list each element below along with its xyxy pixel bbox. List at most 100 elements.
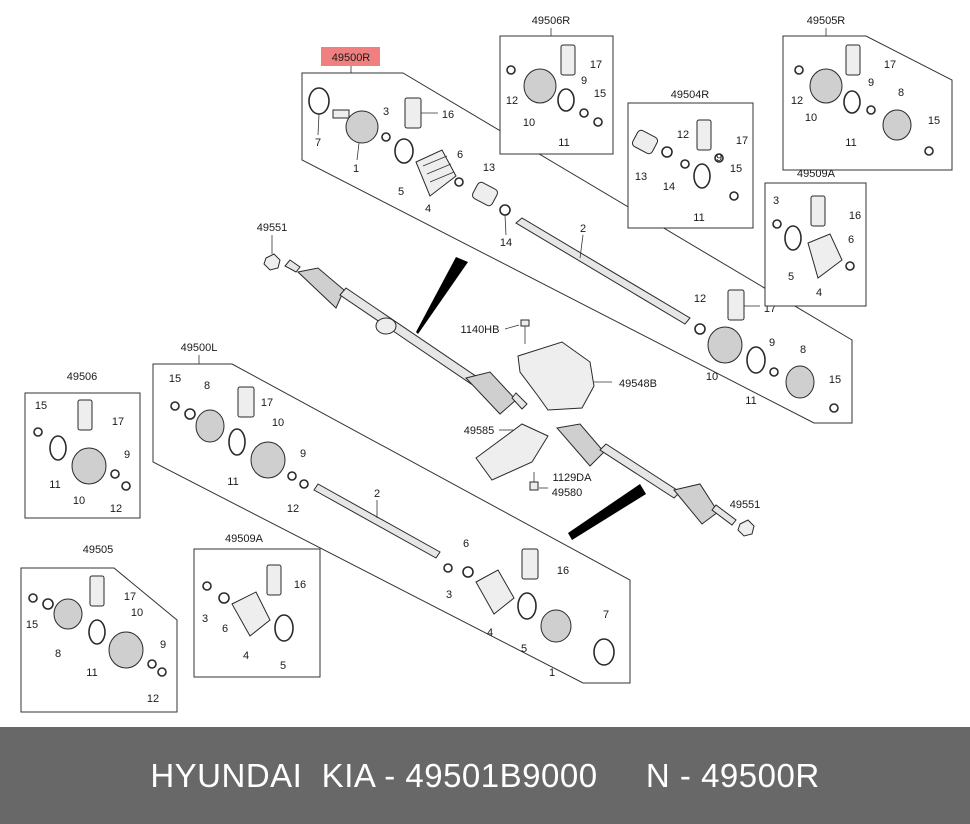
label-49500L[interactable]: 49500L: [181, 342, 218, 354]
left-label-2[interactable]: 2: [374, 488, 380, 500]
label-49509A-left[interactable]: 49509A: [225, 533, 264, 545]
label-49506[interactable]: 49506: [67, 371, 98, 383]
inset-49504R-label-9[interactable]: 9: [716, 152, 722, 164]
left-shaft-2: [313, 483, 441, 559]
left-label-6[interactable]: 6: [463, 538, 469, 550]
part-label-15[interactable]: 15: [829, 374, 841, 386]
part-label-1[interactable]: 1: [353, 163, 359, 175]
label-49548B[interactable]: 49548B: [619, 378, 657, 390]
inset-49504R-label-17[interactable]: 17: [736, 135, 748, 147]
label-1129DA[interactable]: 1129DA: [553, 472, 593, 484]
inset-49506-label-12[interactable]: 12: [110, 503, 122, 515]
clamp-15: [829, 403, 839, 413]
band-11: [746, 346, 766, 374]
inset-49506R-label-9[interactable]: 9: [581, 75, 587, 87]
inset-49509A-right-label-4[interactable]: 4: [816, 287, 822, 299]
inset-49509A-right-label-16[interactable]: 16: [849, 210, 861, 222]
label-49500R[interactable]: 49500R: [332, 52, 371, 64]
label-49504R[interactable]: 49504R: [671, 89, 710, 101]
inset-49504R-label-15[interactable]: 15: [730, 163, 742, 175]
part-label-4[interactable]: 4: [425, 203, 431, 215]
inset-49509A-left-label-4[interactable]: 4: [243, 650, 249, 662]
part-label-7[interactable]: 7: [315, 137, 321, 149]
clamp-3-top: [381, 132, 391, 142]
label-49585[interactable]: 49585: [464, 425, 495, 437]
inset-49505R-label-9[interactable]: 9: [868, 77, 874, 89]
label-49551-bottom[interactable]: 49551: [730, 499, 761, 511]
inset-49504R-label-13[interactable]: 13: [635, 171, 647, 183]
boot-4: [415, 149, 457, 197]
inset-49505-label-8[interactable]: 8: [55, 648, 61, 660]
inset-49506-label-15[interactable]: 15: [35, 400, 47, 412]
left-label-17[interactable]: 17: [261, 397, 273, 409]
label-49551-top[interactable]: 49551: [257, 222, 288, 234]
inset-49505R-label-12[interactable]: 12: [791, 95, 803, 107]
left-label-12[interactable]: 12: [287, 503, 299, 515]
grease-17: [727, 289, 745, 321]
part-label-6[interactable]: 6: [457, 149, 463, 161]
label-49505[interactable]: 49505: [83, 544, 114, 556]
part-number-banner: HYUNDAI KIA - 49501B9000 N - 49500R: [0, 727, 970, 824]
inset-49505R-label-10[interactable]: 10: [805, 112, 817, 124]
inset-49506-label-9[interactable]: 9: [124, 449, 130, 461]
left-label-10[interactable]: 10: [272, 417, 284, 429]
inset-49509A-left-label-6[interactable]: 6: [222, 623, 228, 635]
left-label-15[interactable]: 15: [169, 373, 181, 385]
part-label-16[interactable]: 16: [442, 109, 454, 121]
left-label-8[interactable]: 8: [204, 380, 210, 392]
band-5: [394, 138, 414, 164]
inset-49509A-right-label-3[interactable]: 3: [773, 195, 779, 207]
inset-49505R-label-11[interactable]: 11: [845, 137, 856, 149]
left-label-9[interactable]: 9: [300, 448, 306, 460]
inset-49505-label-17[interactable]: 17: [124, 591, 136, 603]
part-label-3-top[interactable]: 3: [383, 106, 389, 118]
part-label-2[interactable]: 2: [580, 223, 586, 235]
part-label-12[interactable]: 12: [694, 293, 706, 305]
part-label-8[interactable]: 8: [800, 344, 806, 356]
left-label-3[interactable]: 3: [446, 589, 452, 601]
inset-49506-label-10[interactable]: 10: [73, 495, 85, 507]
label-49509A-right[interactable]: 49509A: [797, 168, 836, 180]
inset-49504R-label-11[interactable]: 11: [693, 212, 704, 224]
part-label-11[interactable]: 11: [745, 395, 756, 407]
inset-49509A-right-label-6[interactable]: 6: [848, 234, 854, 246]
label-49506R[interactable]: 49506R: [532, 15, 571, 27]
label-49505R[interactable]: 49505R: [807, 15, 846, 27]
inset-49506R-label-10[interactable]: 10: [523, 117, 535, 129]
inset-49506R-label-11[interactable]: 11: [558, 137, 569, 149]
part-label-14[interactable]: 14: [500, 237, 512, 249]
inset-49505-label-11[interactable]: 11: [86, 667, 97, 679]
label-1140HB[interactable]: 1140HB: [461, 324, 500, 336]
left-label-11[interactable]: 11: [227, 476, 238, 488]
inset-49506R-label-12[interactable]: 12: [506, 95, 518, 107]
inset-49509A-right-label-5[interactable]: 5: [788, 271, 794, 283]
inset-49509A-left-label-16[interactable]: 16: [294, 579, 306, 591]
left-label-1[interactable]: 1: [549, 667, 555, 679]
inset-49509A-left-label-5[interactable]: 5: [280, 660, 286, 672]
clamp-6: [454, 177, 464, 187]
inset-49509A-left-label-3[interactable]: 3: [202, 613, 208, 625]
inset-49504R-label-14[interactable]: 14: [663, 181, 675, 193]
inset-49505R-label-17[interactable]: 17: [884, 59, 896, 71]
inset-49506R-label-15[interactable]: 15: [594, 88, 606, 100]
part-label-13[interactable]: 13: [483, 162, 495, 174]
left-label-4[interactable]: 4: [487, 627, 493, 639]
part-label-5[interactable]: 5: [398, 186, 404, 198]
inset-49506-label-11[interactable]: 11: [49, 479, 60, 491]
inset-49505-label-9[interactable]: 9: [160, 639, 166, 651]
inner-joint-8: [785, 365, 815, 399]
inset-49505-label-10[interactable]: 10: [131, 607, 143, 619]
left-label-5[interactable]: 5: [521, 643, 527, 655]
inset-49505-label-12[interactable]: 12: [147, 693, 159, 705]
part-label-10[interactable]: 10: [706, 371, 718, 383]
part-label-9[interactable]: 9: [769, 337, 775, 349]
left-label-16[interactable]: 16: [557, 565, 569, 577]
label-49580[interactable]: 49580: [552, 487, 583, 499]
left-label-7[interactable]: 7: [603, 609, 609, 621]
inset-49504R-label-12[interactable]: 12: [677, 129, 689, 141]
inset-49506R-label-17[interactable]: 17: [590, 59, 602, 71]
inset-49505-label-15[interactable]: 15: [26, 619, 38, 631]
inset-49505R-label-8[interactable]: 8: [898, 87, 904, 99]
inset-49506-label-17[interactable]: 17: [112, 416, 124, 428]
inset-49505R-label-15[interactable]: 15: [928, 115, 940, 127]
